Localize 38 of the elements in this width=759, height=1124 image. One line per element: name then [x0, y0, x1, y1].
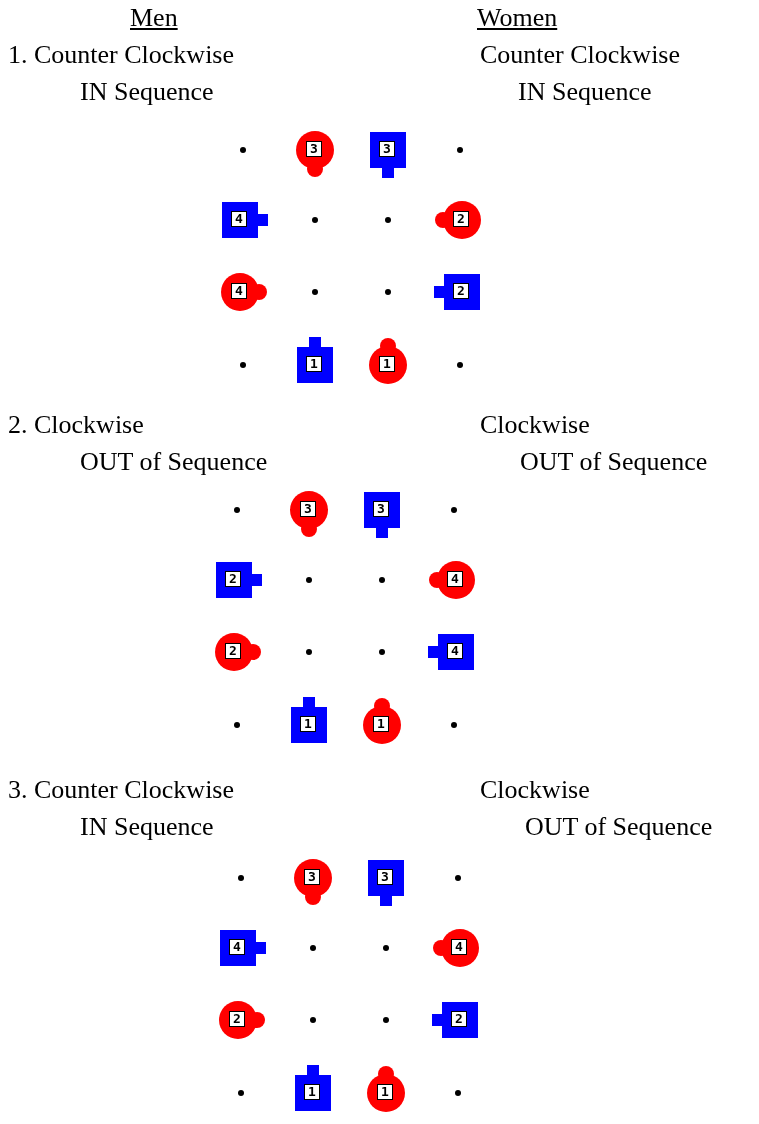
- dancer-number: 4: [231, 283, 247, 299]
- dancer-number: 3: [373, 501, 389, 517]
- dancer-number: 1: [379, 356, 395, 372]
- dancer-number: 3: [300, 501, 316, 517]
- dancer-number: 4: [447, 571, 463, 587]
- formation-caption: Clockwise: [480, 775, 590, 805]
- dancer-number: 4: [451, 939, 467, 955]
- dancer-number: 2: [225, 643, 241, 659]
- formation-caption: IN Sequence: [80, 812, 214, 842]
- dancer-number: 4: [447, 643, 463, 659]
- formation-caption: 2. Clockwise: [8, 410, 144, 440]
- column-heading: Women: [477, 3, 558, 33]
- dancer-number: 3: [379, 141, 395, 157]
- dancer-number: 4: [231, 211, 247, 227]
- dancer-number: 1: [304, 1084, 320, 1100]
- column-heading: Men: [130, 3, 178, 33]
- formation-caption: OUT of Sequence: [525, 812, 713, 842]
- formation-caption: OUT of Sequence: [80, 447, 268, 477]
- dancer-number: 1: [373, 716, 389, 732]
- formation-caption: Clockwise: [480, 410, 590, 440]
- dancer-number: 2: [451, 1011, 467, 1027]
- dancer-number: 4: [229, 939, 245, 955]
- dancer-number: 2: [453, 211, 469, 227]
- dancer-number: 3: [304, 869, 320, 885]
- dancer-number: 2: [229, 1011, 245, 1027]
- formation-caption: IN Sequence: [80, 77, 214, 107]
- formation-caption: 3. Counter Clockwise: [8, 775, 235, 805]
- formation-caption: IN Sequence: [518, 77, 652, 107]
- dancer-number: 2: [225, 571, 241, 587]
- formation-caption: Counter Clockwise: [480, 40, 681, 70]
- dancer-number: 1: [306, 356, 322, 372]
- dancer-number: 3: [306, 141, 322, 157]
- dancer-number: 1: [300, 716, 316, 732]
- formation-caption: OUT of Sequence: [520, 447, 708, 477]
- dancer-number: 1: [377, 1084, 393, 1100]
- dancer-number: 3: [377, 869, 393, 885]
- dancer-number: 2: [453, 283, 469, 299]
- formation-caption: 1. Counter Clockwise: [8, 40, 235, 70]
